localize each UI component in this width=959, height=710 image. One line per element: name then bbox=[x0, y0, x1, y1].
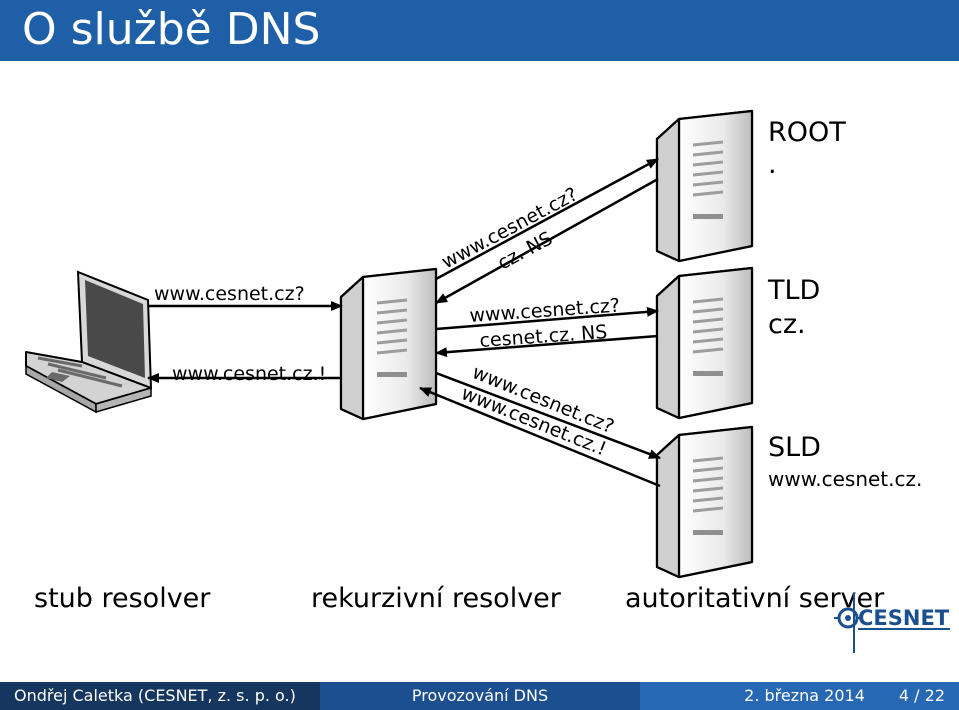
footer-bar: Ondřej Caletka (CESNET, z. s. p. o.) Pro… bbox=[0, 682, 959, 710]
tld-label: TLD bbox=[767, 275, 820, 306]
root-server-icon bbox=[655, 109, 754, 263]
footer-date: 2. března 2014 bbox=[744, 686, 865, 705]
title-bar: O službě DNS bbox=[0, 0, 959, 61]
label-stub-query: www.cesnet.cz? bbox=[154, 283, 305, 305]
role-authoritative: autoritativní server bbox=[625, 583, 885, 614]
footer-talk-title: Provozování DNS bbox=[320, 682, 640, 710]
label-stub-answer: www.cesnet.cz.! bbox=[172, 363, 326, 385]
sld-sub: www.cesnet.cz. bbox=[768, 467, 922, 491]
role-stub: stub resolver bbox=[34, 583, 211, 614]
arrow-tld-answer bbox=[435, 334, 659, 358]
tld-server-icon bbox=[655, 266, 754, 420]
arrow-sld-query bbox=[435, 371, 661, 460]
root-sub: . bbox=[768, 149, 777, 180]
role-recursive: rekurzivní resolver bbox=[311, 583, 562, 614]
arrow-root-query bbox=[435, 157, 659, 281]
arrow-root-answer bbox=[435, 177, 659, 305]
arrow-sld-answer bbox=[419, 386, 661, 488]
footer-date-page: 2. března 2014 4 / 22 bbox=[640, 682, 959, 710]
root-label: ROOT bbox=[768, 117, 846, 148]
tld-sub: cz. bbox=[768, 309, 806, 340]
dns-diagram: www.cesnet.cz? www.cesnet.cz.! www.cesne… bbox=[25, 109, 950, 653]
sld-server-icon bbox=[655, 425, 754, 579]
arrow-tld-query bbox=[435, 306, 659, 331]
logo-text: CESNET bbox=[858, 606, 950, 630]
cesnet-logo: CESNET bbox=[834, 593, 950, 653]
recursive-server-icon bbox=[339, 267, 438, 421]
footer-author: Ondřej Caletka (CESNET, z. s. p. o.) bbox=[0, 682, 320, 710]
laptop-icon bbox=[25, 270, 153, 414]
sld-label: SLD bbox=[768, 432, 821, 463]
footer-page-number: 4 / 22 bbox=[898, 686, 945, 705]
label-tld-answer: cesnet.cz. NS bbox=[479, 321, 608, 352]
slide-title: O službě DNS bbox=[22, 4, 321, 55]
